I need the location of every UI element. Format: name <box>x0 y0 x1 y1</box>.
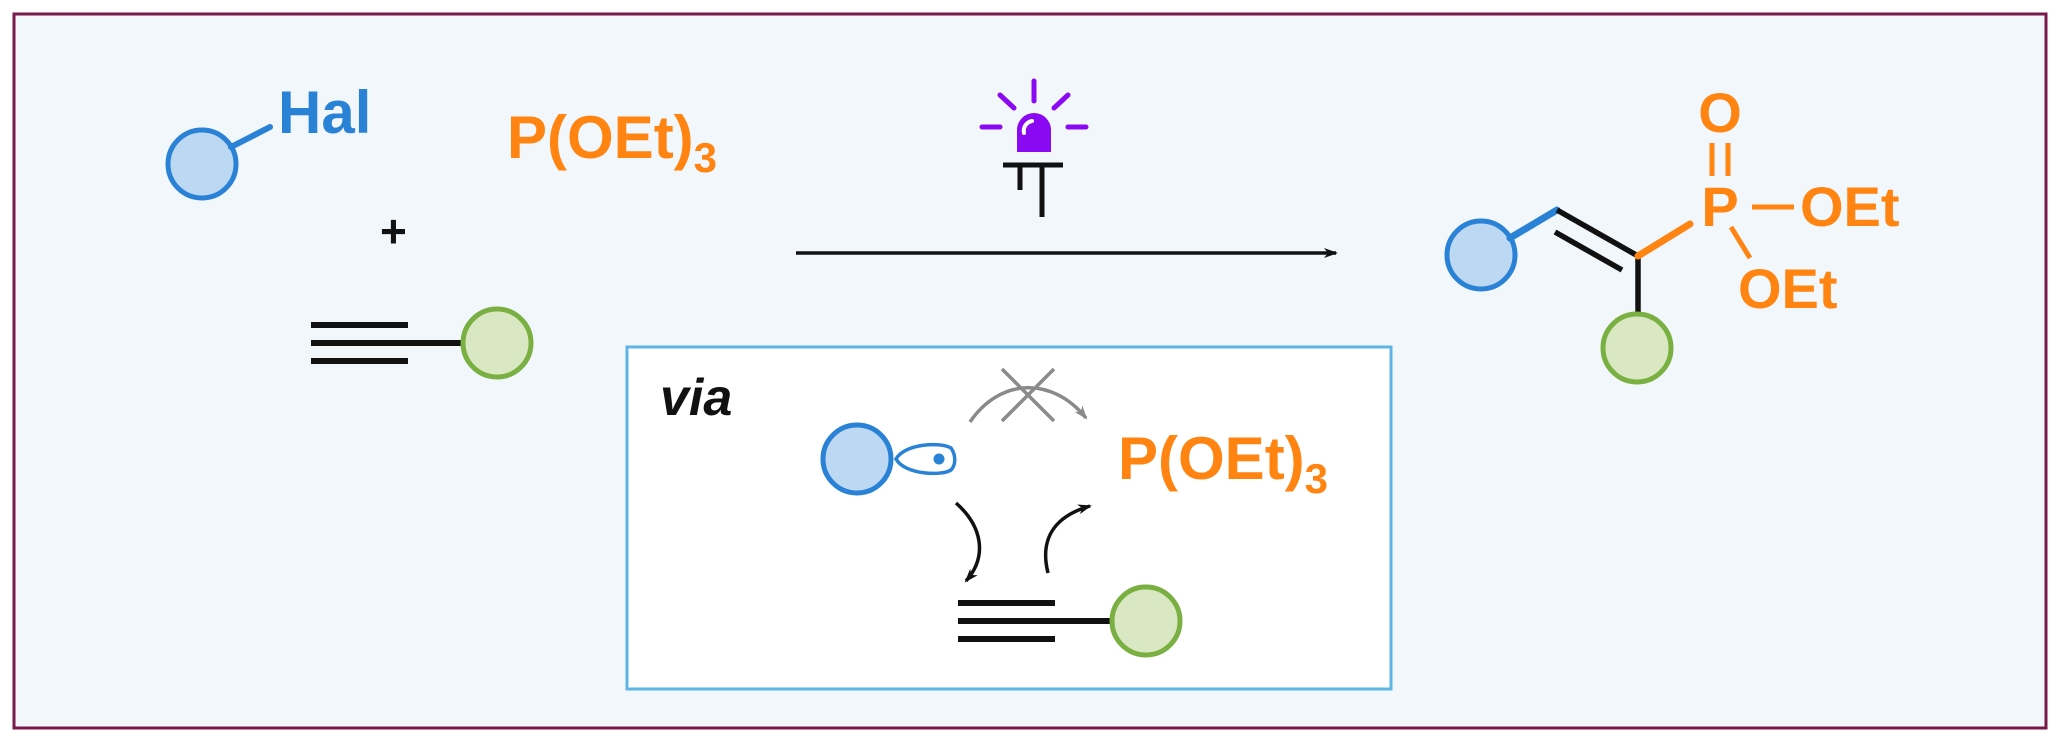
aryl-halide-bond <box>228 124 273 150</box>
halide-label: Hal <box>278 79 371 146</box>
cross-icon <box>1000 367 1056 423</box>
alkyne-substituent-circle <box>460 306 534 380</box>
product-aryl-bond <box>1506 206 1561 242</box>
mechanism-phosphite: P(OEt)3 <box>1118 425 1328 502</box>
product-aryl-circle <box>1444 218 1518 292</box>
radical-electron-dot <box>933 453 945 465</box>
product-ethoxy-2: OEt <box>1738 257 1838 320</box>
radical-orbital-icon <box>893 442 957 476</box>
mechanism-box-border <box>625 345 1393 691</box>
mechanism-phosphite-subscript: 3 <box>1305 455 1328 502</box>
phosphite-subscript: 3 <box>694 134 717 181</box>
plus-sign: + <box>380 205 407 257</box>
product-p-bond <box>1634 220 1694 260</box>
product-alkyl-circle <box>1600 311 1674 385</box>
reactant-phosphite: P(OEt)3 <box>507 104 717 181</box>
mechanism-box: via P(OEt)3 <box>625 345 1393 691</box>
vinyl-radical-arrow <box>1043 504 1092 574</box>
light-bulb-icon <box>979 78 1089 217</box>
product-ethoxy-1: OEt <box>1800 175 1900 238</box>
aryl-substituent-circle <box>165 127 239 201</box>
product-oxygen: O <box>1698 81 1742 144</box>
p-oet-bond-2 <box>1728 225 1753 260</box>
radical-addition-arrow <box>954 501 982 583</box>
blocked-path-arrow <box>968 386 1088 423</box>
aryl-halide: Hal <box>165 79 371 201</box>
product-alkene-bond-1 <box>1555 207 1640 259</box>
mech-alkyne-circle <box>1109 584 1183 658</box>
via-label: via <box>660 369 732 427</box>
aryl-radical-circle <box>820 422 894 496</box>
product-vinyl-phosphonate: O P OEt OEt <box>1444 81 1900 385</box>
alkyne <box>311 306 534 380</box>
product-alkene-bond-2 <box>1553 229 1624 273</box>
